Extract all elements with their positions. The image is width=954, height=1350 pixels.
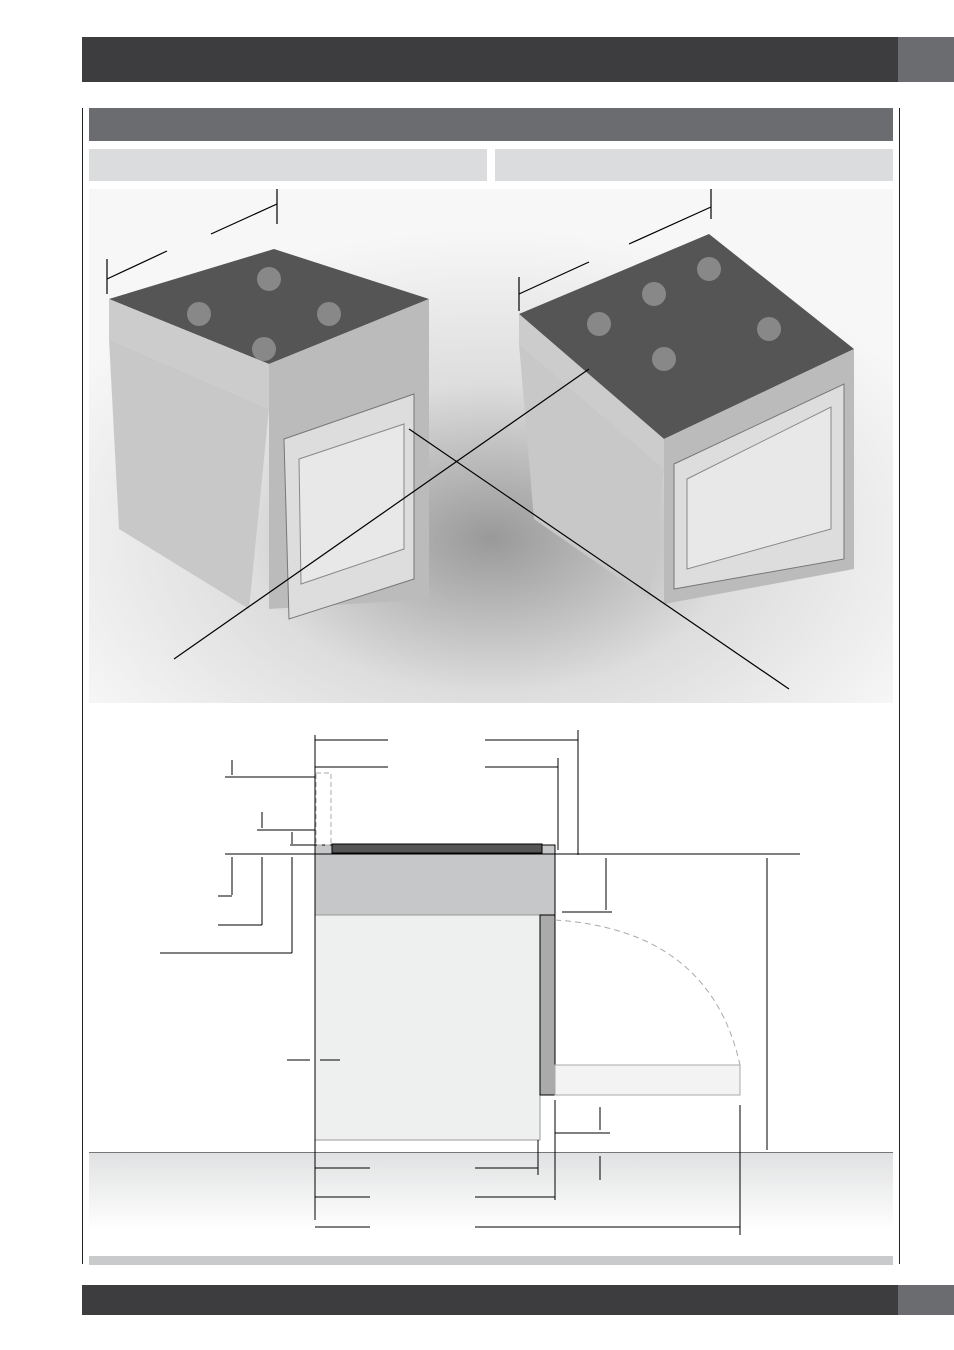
subheader-right bbox=[495, 149, 893, 181]
floor-area bbox=[89, 1152, 893, 1230]
floor-line bbox=[89, 1152, 893, 1153]
top-header-tab bbox=[898, 37, 954, 82]
top-header-bar bbox=[82, 37, 898, 82]
bottom-footer-tab bbox=[898, 1285, 954, 1315]
section-title-bar bbox=[89, 108, 893, 141]
bottom-footer-bar bbox=[82, 1285, 898, 1315]
range-4-burner bbox=[109, 249, 429, 620]
bottom-rule bbox=[89, 1256, 893, 1265]
right-border-line bbox=[899, 108, 900, 1264]
dimension-lines bbox=[106, 189, 790, 690]
range-5-burner bbox=[519, 234, 854, 604]
range-illustrations bbox=[89, 189, 893, 703]
subheader-left bbox=[89, 149, 487, 181]
side-view-drawing bbox=[160, 730, 800, 1235]
left-border-line bbox=[82, 108, 83, 1264]
